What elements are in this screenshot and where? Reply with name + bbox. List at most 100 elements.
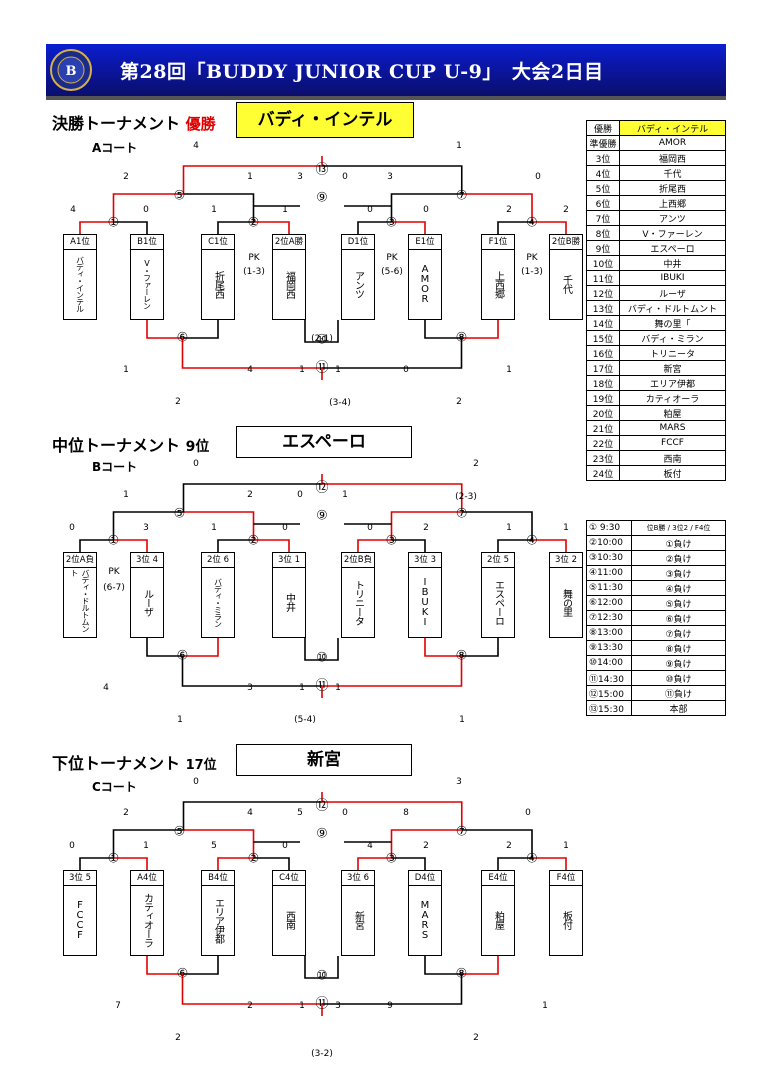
team-name: エスペーロ — [492, 579, 504, 625]
pk-score: (1-3) — [521, 267, 543, 277]
page-title: 第28回「BUDDY JUNIOR CUP U-9」 大会2日目 — [120, 61, 604, 83]
team-box: E4位粕屋 — [481, 870, 515, 956]
score-number: 3 — [387, 172, 393, 182]
match-number: ⑨ — [316, 826, 328, 842]
ranking-team: トリニータ — [619, 345, 726, 361]
score-number: 0 — [282, 841, 288, 851]
score-note: (2-1) — [311, 334, 333, 344]
ranking-rank: 4位 — [586, 165, 620, 181]
schedule-time: ⑬15:30 — [586, 700, 632, 716]
bracket-line — [183, 511, 255, 540]
low-section-label: 下位トーナメント — [52, 754, 181, 773]
ranking-team: カティオーラ — [619, 390, 726, 406]
match-number: ④ — [526, 851, 538, 867]
ranking-rank: 18位 — [586, 375, 620, 391]
bracket-line — [112, 193, 184, 222]
schedule-duty: 位B勝 / 3位2 / F4位 — [631, 520, 726, 536]
team-name: MARS — [419, 900, 431, 940]
ranking-row: 15位バディ・ミラン — [586, 330, 726, 346]
bracket-line — [322, 656, 463, 687]
score-number: 7 — [115, 1001, 121, 1011]
team-slot-label: 2位A勝 — [273, 235, 305, 250]
score-number: 2 — [456, 397, 462, 407]
bracket-line — [461, 638, 499, 657]
score-number: 1 — [177, 715, 183, 725]
bracket-line — [532, 221, 567, 234]
schedule-time: ⑧13:00 — [586, 625, 632, 641]
schedule-time: ④11:00 — [586, 565, 632, 581]
ranking-row: 5位折尾西 — [586, 180, 726, 196]
bracket-line — [181, 656, 322, 687]
score-number: 2 — [247, 490, 253, 500]
schedule-duty: ⑨負け — [631, 655, 726, 671]
bracket-line — [183, 829, 255, 858]
score-number: 4 — [193, 141, 199, 151]
match-number: ⑧ — [455, 330, 468, 346]
score-number: 1 — [123, 365, 129, 375]
finals-section-label: 決勝トーナメント — [52, 114, 181, 133]
team-name: 板付 — [560, 911, 572, 929]
bracket-line — [304, 956, 339, 979]
ranking-rank: 14位 — [586, 315, 620, 331]
ranking-rank: 22位 — [586, 435, 620, 451]
ranking-rank: 9位 — [586, 240, 620, 256]
ranking-team: 舞の里「 — [619, 315, 726, 331]
bracket-line — [217, 221, 254, 234]
score-number: 0 — [342, 172, 348, 182]
score-number: 0 — [423, 205, 429, 215]
match-number: ⑩ — [316, 968, 328, 984]
bracket-line — [217, 539, 254, 552]
schedule-time: ⑥12:00 — [586, 595, 632, 611]
team-slot-label: F1位 — [482, 235, 514, 250]
ranking-team: 福岡西 — [619, 150, 726, 166]
ranking-rank: 7位 — [586, 210, 620, 226]
score-number: 0 — [367, 523, 373, 533]
ranking-rank: 20位 — [586, 405, 620, 421]
bracket-line — [304, 320, 339, 343]
team-name: バディ・ドルトムント — [70, 569, 90, 632]
score-number: 3 — [247, 683, 253, 693]
score-number: 1 — [299, 365, 305, 375]
ranking-team: バディ・インテル — [619, 120, 726, 136]
schedule-time: ① 9:30 — [586, 520, 632, 536]
ranking-row: 7位アンツ — [586, 210, 726, 226]
match-number: ⑨ — [316, 190, 328, 206]
team-name: V・ファーレン — [142, 259, 152, 309]
team-slot-label: 3位 4 — [131, 553, 163, 568]
team-name: 中井 — [283, 593, 295, 611]
team-name: ルーザ — [141, 588, 153, 616]
court-b-label: Bコート — [92, 460, 138, 474]
ranking-team: FCCF — [619, 435, 726, 451]
bracket-line — [182, 956, 219, 975]
ranking-row: 10位中井 — [586, 255, 726, 271]
score-number: 0 — [342, 808, 348, 818]
team-slot-label: C1位 — [202, 235, 234, 250]
score-number: 2 — [506, 205, 512, 215]
score-number: 8 — [403, 808, 409, 818]
match-number: ② — [247, 215, 260, 231]
ranking-row: 20位粕屋 — [586, 405, 726, 421]
bracket-line — [461, 320, 499, 339]
score-number: 4 — [367, 841, 373, 851]
header-bar — [46, 44, 726, 96]
ranking-team: バディ・ミラン — [619, 330, 726, 346]
score-number: 2 — [123, 172, 129, 182]
ranking-rank: 5位 — [586, 180, 620, 196]
team-box: A1位バディ・インテル — [63, 234, 97, 320]
ranking-row: 優勝バディ・インテル — [586, 120, 726, 136]
bracket-line — [182, 320, 219, 339]
match-number: ③ — [385, 215, 398, 231]
ranking-team: 千代 — [619, 165, 726, 181]
team-slot-label: D4位 — [409, 871, 441, 886]
score-number: 0 — [143, 205, 149, 215]
ranking-team: 中井 — [619, 255, 726, 271]
team-name: 新宮 — [352, 911, 364, 929]
